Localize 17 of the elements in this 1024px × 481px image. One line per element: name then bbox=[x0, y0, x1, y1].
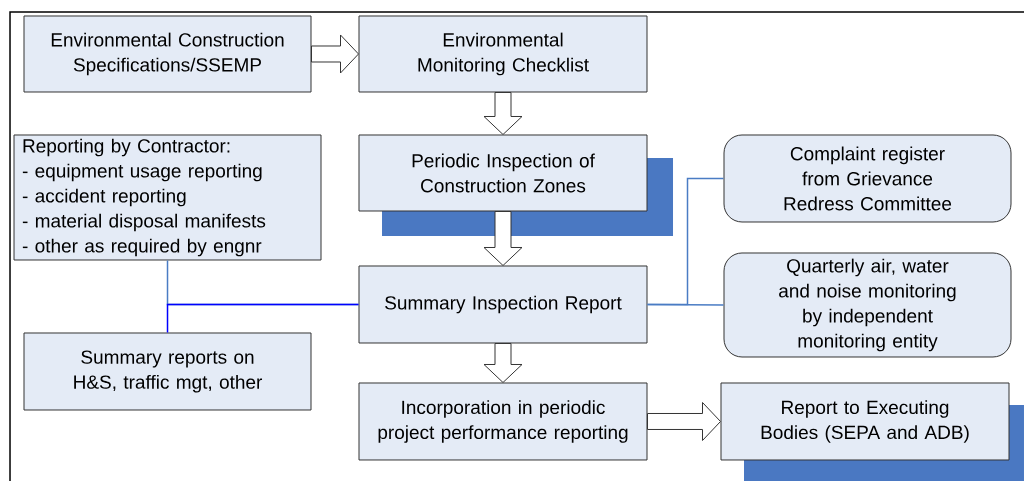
process-box: Summary Inspection Report bbox=[358, 265, 648, 344]
process-box: Environmental Monitoring Checklist bbox=[358, 15, 648, 93]
connector-line bbox=[646, 303, 725, 306]
block-arrow bbox=[483, 211, 523, 266]
process-box: Environmental Construction Specifications/SSEMP bbox=[23, 15, 312, 93]
process-box: Summary reports on H&S, traffic mgt, other bbox=[23, 332, 312, 411]
process-box: Periodic Inspection of Construction Zones bbox=[358, 134, 648, 212]
rounded-box: Quarterly air, water and noise monitoring by independent monitoring entity bbox=[723, 252, 1012, 358]
block-arrow bbox=[483, 343, 523, 383]
process-box: Report to Executing Bodies (SEPA and ADB) bbox=[720, 382, 1010, 461]
block-arrow bbox=[647, 402, 721, 441]
block-arrow bbox=[311, 34, 359, 74]
block-arrow bbox=[483, 92, 523, 135]
process-box: Reporting by Contractor: - equipment usage reporting - accident reporting - material disposal manifests - other as required by engnr bbox=[13, 134, 322, 261]
rounded-box: Complaint register from Grievance Redress Committee bbox=[723, 134, 1012, 223]
process-box: Incorporation in periodic project performance reporting bbox=[358, 382, 648, 461]
connector-line bbox=[166, 303, 360, 334]
